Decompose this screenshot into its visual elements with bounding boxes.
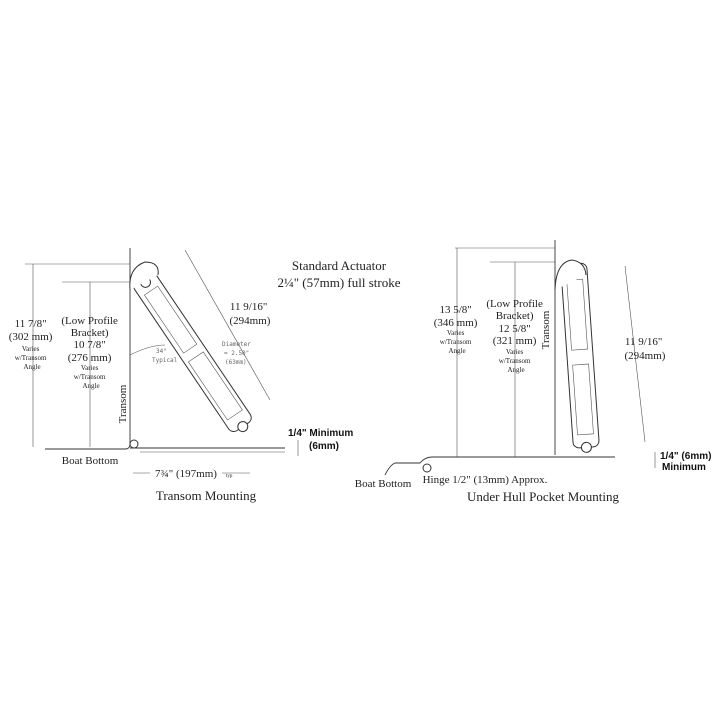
spacing-suffix: typ [226, 474, 233, 479]
actuator-stroke: 2¼" (57mm) full stroke [277, 275, 400, 290]
under-hull-drawing [384, 240, 656, 476]
upper-bracket [554, 259, 587, 291]
minimum-label: 1/4" Minimum (6mm) [288, 428, 356, 452]
actuator-rod [187, 351, 243, 421]
hinge [422, 463, 432, 473]
hinge [129, 439, 139, 449]
overall-height-label: 11 7/8" (302 mm) Varies w/Transom Angle [9, 318, 55, 371]
actuator-length-label: 11 9/16" (294mm) [625, 336, 666, 362]
transom-mounting-drawing [25, 248, 299, 474]
actuator-length-dim [624, 265, 646, 443]
transom-label: Transom [117, 384, 129, 423]
actuator-body [560, 262, 600, 449]
under-hull-caption: Under Hull Pocket Mounting [467, 489, 620, 504]
bottom-pivot [237, 421, 249, 433]
hinge-label: Hinge 1/2" (13mm) Approx. [423, 474, 548, 486]
actuator [560, 262, 600, 453]
actuator-length-label: 11 9/16" (294mm) [230, 301, 271, 327]
actuator-title: Standard Actuator [292, 258, 387, 273]
overall-height-label: 13 5/8" (346 mm) Varies w/Transom Angle [434, 304, 480, 355]
low-profile-height-label: (Low Profile Bracket) 12 5/8" (321 mm) V… [486, 298, 545, 374]
transom-label: Transom [540, 310, 552, 349]
transom-mounting-caption: Transom Mounting [156, 488, 257, 503]
upper-bracket [129, 261, 159, 291]
angle-arc [129, 344, 166, 356]
spacing-label: 7¾" (197mm) [155, 468, 217, 480]
boat-bottom-line [45, 443, 131, 450]
actuator-rod [572, 363, 594, 436]
low-profile-height-label: (Low Profile Bracket) 10 7/8" (276 mm) V… [61, 315, 120, 390]
actuator-window [144, 285, 198, 354]
minimum-label: 1/4" (6mm) Minimum [660, 451, 714, 473]
hull-line [384, 456, 615, 476]
boat-bottom-label: Boat Bottom [62, 455, 119, 467]
boat-bottom-label: Boat Bottom [355, 478, 412, 490]
diameter-label: Diameter = 2.50" (63mm) [222, 341, 255, 366]
bottom-pivot [580, 441, 592, 453]
actuator-length-dim [184, 249, 271, 401]
angle-label: 34° Typical [152, 348, 178, 364]
